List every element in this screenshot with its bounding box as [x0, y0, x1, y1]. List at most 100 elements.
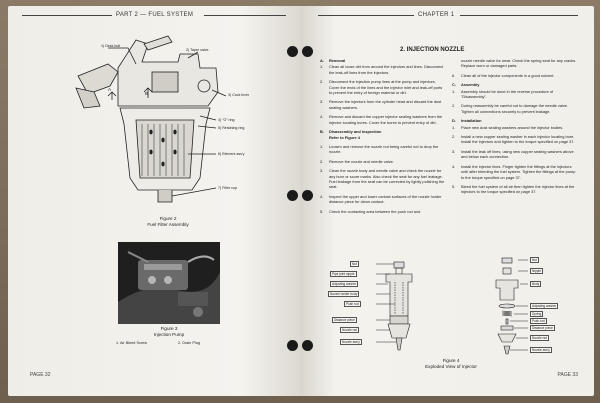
step-number: 5.	[320, 208, 324, 214]
fig4-label-nozzle-assy-exploded: Nozzle ass'y	[530, 347, 552, 353]
step-number: 1.	[320, 64, 324, 70]
fig4-label-pipe-joint-nipple: Pipe joint nipple	[330, 271, 357, 277]
numbered-step: 2.Install a new copper sealing washer in…	[452, 134, 578, 145]
section-heading: C. Assembly	[452, 82, 578, 87]
numbered-step: 2. Remove the nozzle and needle valve.	[320, 159, 446, 164]
step-number: 5.	[452, 183, 456, 189]
right-page-number: PAGE 33	[557, 372, 578, 378]
step-text: Install a new copper sealing washer in e…	[461, 134, 575, 145]
step-number: 1.	[320, 143, 324, 149]
step-text: Assembly should be done in the reverse p…	[461, 88, 554, 100]
figure-3-title: Injection Pump	[153, 332, 185, 337]
numbered-step: 3. Install the leak off lines, using new …	[452, 149, 578, 160]
figure-2-number: Figure 2	[159, 216, 177, 221]
header-rule	[318, 15, 414, 16]
numbered-step: 5.Bleed the fuel system of all air then …	[452, 184, 578, 195]
fig4-label-push-rod-exploded: Push rod	[530, 318, 547, 324]
heading-text: Assembly	[461, 82, 480, 88]
callout-cock-lever: 3) Cock lever	[228, 93, 250, 97]
fig4-label-nozzle-holder-body: Nozzle holder body	[328, 291, 360, 297]
figure-4-caption: Figure 4 Exploded View of Injector	[396, 358, 506, 370]
step-text: Check the contacting area between the pu…	[329, 208, 421, 214]
step-text: Place new dust sealing washers around th…	[461, 124, 564, 130]
numbered-step: 4.Install the injector lines. Finger tig…	[452, 164, 578, 180]
step-text: Loosen and remove the nozzle nut being c…	[329, 143, 439, 155]
step-text: Clean all loose dirt from around the inj…	[329, 64, 444, 75]
heading-letter: B.	[320, 129, 324, 135]
step-text: Install the leak off lines, using new co…	[461, 148, 574, 160]
heading-text: Disassembly and Inspection	[329, 129, 382, 135]
callout-taper-valve: 2) Taper valve	[186, 48, 209, 52]
fig4-label-spring: Spring	[530, 311, 544, 317]
step-text: Disconnect the injection pump lines at t…	[329, 79, 443, 96]
fig4-label-body: Body	[530, 281, 542, 287]
open-manual: PART 2 — FUEL SYSTEM	[8, 6, 594, 396]
heading-letter: D.	[452, 118, 456, 124]
header-rule	[460, 15, 578, 16]
section-heading: D. Installation	[452, 118, 578, 123]
step-number: 3.	[452, 148, 456, 154]
figure-3-legend-1: 1. Air Bleed Screw	[116, 341, 148, 345]
binder-hole	[287, 46, 298, 57]
flow-letter-b: B	[145, 91, 149, 96]
heading-text: Removal	[329, 58, 346, 63]
numbered-step: 3. Clean the nozzle body and needle valve…	[320, 168, 446, 190]
fig4-label-nipple: Nipple	[530, 268, 544, 274]
fig4-label-nut-exploded: Nut	[530, 257, 539, 263]
step-number: 3.	[320, 99, 324, 105]
fig4-label-distance-piece: Distance piece	[332, 317, 357, 323]
fig4-label-adjusting-washer: Adjusting washer	[330, 281, 359, 287]
fuel-filter-drawing	[75, 35, 227, 203]
heading-text: Installation	[461, 118, 482, 124]
paragraph: nozzle needle valve for wear. Check the …	[461, 58, 577, 69]
step-number: 6.	[452, 72, 456, 78]
section-title: 2. INJECTION NOZZLE	[400, 47, 465, 53]
numbered-step: 1. Assembly should be done in the reverse…	[452, 89, 578, 100]
callout-retaining-ring: 5) Retaining ring	[218, 126, 245, 130]
fig4-label-nozzle-nut: Nozzle nut	[340, 327, 360, 333]
fig4-label-nut: Nut	[350, 261, 359, 267]
step-number: 1.	[452, 88, 456, 94]
step-text: Clean the nozzle body and needle valve a…	[329, 168, 445, 190]
callout-desk-bolt: 1) Desk bolt	[101, 44, 121, 48]
callout-filter-cup: 7) Filter cup	[218, 186, 237, 190]
numbered-step: 3. Remove the injectors from the cylinder…	[320, 99, 446, 110]
numbered-step: 2.During reassembly be careful not to da…	[452, 103, 578, 114]
numbered-step: 5. Check the contacting area between the …	[320, 209, 446, 214]
left-page-header: PART 2 — FUEL SYSTEM	[116, 12, 194, 18]
binder-hole	[287, 340, 298, 351]
numbered-step: 1. Clean all loose dirt from around the i…	[320, 64, 446, 75]
figure-4-number: Figure 4	[442, 358, 460, 363]
fig4-label-adjusting-washer-exploded: Adjusting washer	[530, 303, 559, 309]
injector-exploded-drawing	[376, 257, 528, 355]
heading-letter: C.	[452, 82, 456, 88]
header-rule	[22, 15, 112, 16]
binder-hole	[302, 190, 313, 201]
fig4-label-distance-piece-exploded: Distance piece	[530, 325, 555, 331]
numbered-step: 4.Remove and discard the copper injector…	[320, 114, 446, 125]
figure-3-legend-2: 2. Drain Plug	[178, 341, 200, 345]
step-text: Remove and discard the copper injector s…	[329, 114, 443, 125]
flow-letter-a: A	[108, 87, 112, 92]
text-column-2: nozzle needle valve for wear. Check the …	[452, 58, 578, 199]
callout-element-assy: 6) Element ass'y	[218, 152, 245, 156]
section-heading: A.Removal	[320, 58, 446, 63]
step-text: Inspect the upper and lower contact surf…	[329, 193, 442, 205]
step-number: 3.	[320, 168, 324, 174]
step-text: Remove the nozzle and needle valve.	[329, 158, 394, 164]
figure-4-title: Exploded View of Injector	[425, 364, 477, 369]
binder-hole	[287, 190, 298, 201]
header-rule	[204, 15, 286, 16]
step-number: 1.	[452, 124, 456, 130]
step-number: 2.	[320, 158, 324, 164]
left-page-number: PAGE 32	[30, 372, 51, 378]
left-page: PART 2 — FUEL SYSTEM	[8, 6, 300, 396]
pump-photo-image	[118, 242, 220, 324]
numbered-step: 4.Inspect the upper and lower contact su…	[320, 194, 446, 205]
step-text: Remove the injectors from the cylinder h…	[329, 99, 442, 110]
fig4-label-nozzle-assy: Nozzle ass'y	[340, 339, 362, 345]
figure-3-caption: Figure 3 Injection Pump	[118, 326, 220, 338]
fig4-label-nozzle-nut-exploded: Nozzle nut	[530, 335, 550, 341]
step-text: During reassembly be careful not to dama…	[461, 103, 569, 114]
